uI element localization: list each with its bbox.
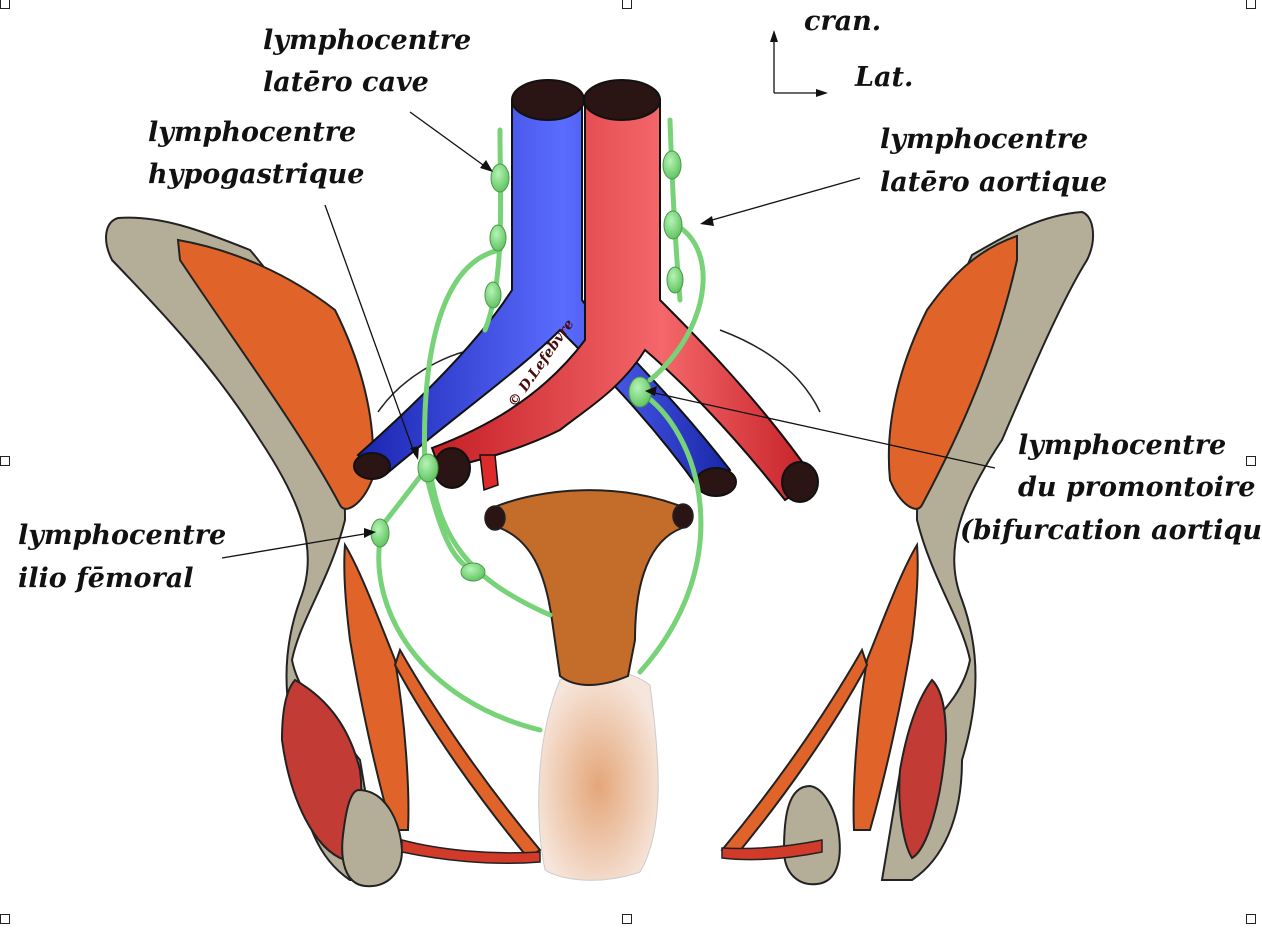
latero-cave-arrowhead	[480, 160, 493, 172]
right-ischium-bone	[782, 784, 841, 886]
lymph-nodes	[370, 150, 684, 582]
right-pelvic-brim-line	[719, 329, 821, 413]
orientation-lateral-label: Lat.	[855, 62, 914, 93]
cave-node-1	[490, 163, 510, 193]
vagina	[538, 670, 659, 881]
left-iliac-artery-opening	[433, 447, 471, 489]
median-sacral-artery	[479, 454, 499, 492]
resize-handle-middle-left[interactable]	[0, 456, 10, 466]
vena-cava-opening	[511, 79, 585, 121]
label-promontoire-line3: (bifurcation aortique)	[960, 515, 1262, 546]
aorta-opening	[583, 79, 661, 121]
left-tube-opening	[484, 505, 506, 531]
left-ischium-bone	[341, 788, 404, 888]
left-iliac-vein-opening	[353, 452, 391, 480]
resize-handle-middle-right[interactable]	[1246, 456, 1256, 466]
label-latero-cave-line2: latēro cave	[263, 67, 429, 98]
label-promontoire-line2: du promontoire	[1018, 472, 1256, 503]
right-obturator-muscle	[898, 678, 948, 860]
resize-handle-bottom-center[interactable]	[622, 914, 632, 924]
right-iliac-vein-opening	[695, 467, 737, 497]
aorta	[430, 79, 819, 503]
cranial-arrowhead	[770, 30, 778, 42]
left-sphincter-band	[401, 839, 541, 864]
right-tube-opening	[672, 503, 694, 529]
hypogastric-leader	[324, 204, 416, 456]
left-hip	[105, 216, 542, 888]
femoral-to-vagina	[376, 537, 543, 733]
aortic-node-1	[662, 150, 682, 180]
latero-aortic-arrowhead	[700, 216, 714, 226]
lateral-arrowhead	[816, 89, 828, 97]
aorta-trunk	[430, 99, 817, 502]
orientation-cranial-label: cran.	[804, 6, 882, 37]
latero-aortic-leader	[704, 177, 861, 223]
cave-node-2	[489, 224, 507, 252]
left-psoas-muscle	[343, 541, 410, 831]
label-promontoire-line1: lymphocentre	[1018, 430, 1227, 461]
internal-iliac-to-uterus	[427, 467, 553, 618]
hypogastric-arrowhead	[410, 446, 419, 460]
resize-handle-top-right[interactable]	[1246, 0, 1256, 9]
hypogastric-loop	[421, 247, 503, 473]
ilio-femoral-leader	[221, 532, 371, 559]
resize-handle-top-center[interactable]	[622, 0, 632, 9]
cave-node-3	[484, 281, 502, 309]
promontory-arrowhead	[645, 386, 657, 396]
promontory-leader	[649, 391, 996, 469]
arrowheads	[364, 30, 828, 538]
aortic-node-2	[663, 210, 683, 240]
label-ilio-femoral-line1: lymphocentre	[18, 520, 227, 551]
promontory-to-cervix	[637, 389, 704, 675]
uterus	[490, 489, 692, 686]
right-iliac-artery-opening	[781, 461, 819, 503]
right-iliacus-muscle	[887, 234, 1018, 510]
hypogastric-node	[417, 453, 439, 483]
label-hypogastrique-line2: hypogastrique	[148, 159, 365, 190]
latero-cave-leader	[409, 111, 491, 171]
leader-lines	[221, 34, 996, 559]
resize-handle-bottom-left[interactable]	[0, 914, 10, 924]
ilio-femoral-arrowhead	[364, 528, 376, 538]
right-psoas-muscle	[852, 541, 919, 831]
resize-handle-bottom-right[interactable]	[1246, 914, 1256, 924]
resize-handle-top-left[interactable]	[0, 0, 10, 9]
label-latero-aortique-line1: lymphocentre	[880, 124, 1089, 155]
latero-aortic-loop	[647, 222, 706, 383]
label-hypogastrique-line1: lymphocentre	[148, 117, 357, 148]
label-ilio-femoral-line2: ilio fēmoral	[18, 563, 194, 594]
aortic-node-3	[666, 266, 684, 294]
label-latero-cave-line1: lymphocentre	[263, 25, 472, 56]
left-levator-muscle	[393, 647, 542, 860]
right-hip	[720, 210, 1094, 886]
label-latero-aortique-line2: latēro aortique	[880, 167, 1108, 198]
left-iliacus-muscle	[176, 238, 375, 510]
right-sphincter-band	[721, 839, 823, 861]
internal-iliac-node	[460, 562, 486, 582]
